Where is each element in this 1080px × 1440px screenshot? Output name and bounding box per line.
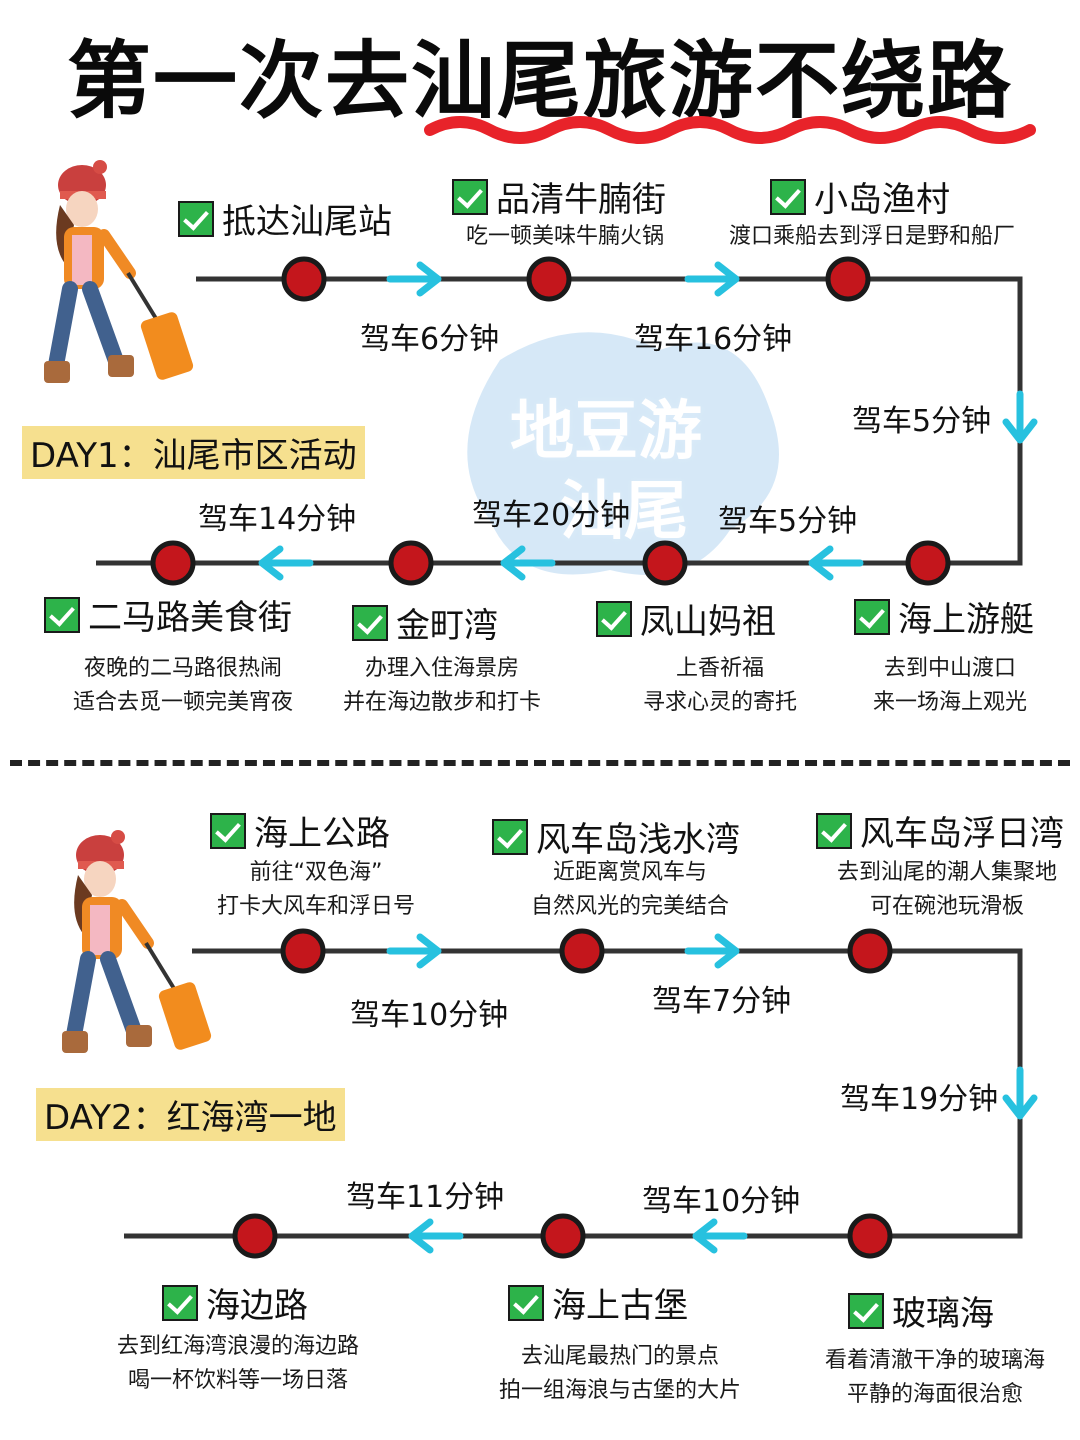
day1-stop-6-name: 金町湾 <box>352 598 498 647</box>
day1-stop-2-marker <box>526 256 572 302</box>
day1-stop-2-desc: 吃一顿美味牛腩火锅 <box>465 224 664 249</box>
day1-arrow-3 <box>1002 390 1038 444</box>
checkbox-icon <box>508 1284 544 1321</box>
traveler-girl-illustration-day1 <box>44 160 194 383</box>
checkbox-icon <box>210 812 246 849</box>
day1-stop-6-desc: 办理入住海景房 并在海边散步和打卡 <box>342 656 541 715</box>
day2-stop-3-desc: 去到汕尾的潮人集聚地 可在碗池玩滑板 <box>836 860 1057 919</box>
day2-stop-5-desc: 去汕尾最热门的景点 拍一组海浪与古堡的大片 <box>498 1344 741 1403</box>
day1-arrow-4 <box>808 545 864 581</box>
day2-stop-2-name: 风车岛浅水湾 <box>492 812 740 861</box>
day2-stop-6-marker <box>232 1213 278 1259</box>
watermark-line1: 地豆游 <box>510 395 702 469</box>
day1-stop-4-marker <box>905 540 951 586</box>
day2-stop-2-marker <box>559 928 605 974</box>
checkbox-icon <box>352 604 388 641</box>
day1-stop-5-marker <box>642 540 688 586</box>
checkbox-icon <box>848 1292 884 1329</box>
checkbox-icon <box>492 818 528 855</box>
day2-stop-2-desc: 近距离赏风车与 自然风光的完美结合 <box>530 860 729 919</box>
day2-drive-2: 驾车7分钟 <box>652 984 792 1019</box>
day2-stop-6-name: 海边路 <box>162 1278 308 1327</box>
day1-stop-5-desc: 上香祈福 寻求心灵的寄托 <box>642 656 797 715</box>
day1-stop-6-marker <box>388 540 434 586</box>
day2-stop-3-name: 风车岛浮日湾 <box>816 806 1064 855</box>
day2-drive-5: 驾车11分钟 <box>346 1180 505 1215</box>
day1-stop-3-name: 小岛渔村 <box>770 172 950 221</box>
day2-stop-1-desc: 前往“双色海” 打卡大风车和浮日号 <box>216 860 415 919</box>
day2-stop-4-marker <box>847 1213 893 1259</box>
watermark-line2: 汕尾 <box>560 475 688 549</box>
day2-label: DAY2：红海湾一地 <box>36 1088 345 1141</box>
day1-stop-2-name: 品清牛腩街 <box>452 172 666 221</box>
day2-stop-6-desc: 去到红海湾浪漫的海边路 喝一杯饮料等一场日落 <box>116 1334 359 1393</box>
day2-stop-1-name: 海上公路 <box>210 806 390 855</box>
day1-drive-3: 驾车5分钟 <box>852 404 992 439</box>
day2-stop-4-desc: 看着清澈干净的玻璃海 平静的海面很治愈 <box>824 1348 1045 1407</box>
day1-arrow-5 <box>500 545 556 581</box>
day2-stop-4-name: 玻璃海 <box>848 1286 994 1335</box>
day2-arrow-1 <box>386 933 442 969</box>
day2-drive-1: 驾车10分钟 <box>350 998 509 1033</box>
checkbox-icon <box>596 600 632 637</box>
day1-drive-1: 驾车6分钟 <box>360 322 500 357</box>
day1-drive-5: 驾车20分钟 <box>472 498 631 533</box>
day1-stop-7-desc: 夜晚的二马路很热闹 适合去觅一顿完美宵夜 <box>72 656 293 715</box>
checkbox-icon <box>44 596 80 633</box>
day2-stop-5-marker <box>540 1213 586 1259</box>
day1-stop-4-desc: 去到中山渡口 来一场海上观光 <box>872 656 1027 715</box>
day1-stop-5-name: 凤山妈祖 <box>596 594 776 643</box>
day2-drive-3: 驾车19分钟 <box>840 1082 999 1117</box>
checkbox-icon <box>178 200 214 237</box>
day1-stop-3-marker <box>825 256 871 302</box>
checkbox-icon <box>770 178 806 215</box>
day1-arrow-1 <box>386 261 442 297</box>
day1-label: DAY1：汕尾市区活动 <box>22 426 365 479</box>
watermark: 地豆游 汕尾 <box>440 300 800 600</box>
day-divider <box>10 760 1070 766</box>
checkbox-icon <box>816 812 852 849</box>
checkbox-icon <box>452 178 488 215</box>
day1-drive-4: 驾车5分钟 <box>718 504 858 539</box>
day1-stop-7-marker <box>150 540 196 586</box>
day2-drive-4: 驾车10分钟 <box>642 1184 801 1219</box>
day2-stop-3-marker <box>847 928 893 974</box>
day1-stop-4-name: 海上游艇 <box>854 592 1034 641</box>
day2-stop-1-marker <box>280 928 326 974</box>
day1-stop-1-marker <box>281 256 327 302</box>
day1-arrow-2 <box>684 261 740 297</box>
traveler-girl-illustration-day2 <box>62 830 212 1053</box>
day2-arrow-3 <box>1002 1066 1038 1120</box>
day1-stop-1-name: 抵达汕尾站 <box>178 194 392 243</box>
day1-stop-3-desc: 渡口乘船去到浮日是野和船厂 <box>728 224 1015 249</box>
day2-stop-5-name: 海上古堡 <box>508 1278 688 1327</box>
day2-arrow-5 <box>408 1218 464 1254</box>
day2-arrow-4 <box>692 1218 748 1254</box>
title-underline <box>424 116 1036 144</box>
day1-arrow-6 <box>258 545 314 581</box>
page-title: 第一次去汕尾旅游不绕路 <box>66 32 1013 130</box>
day1-drive-6: 驾车14分钟 <box>198 502 357 537</box>
day1-drive-2: 驾车16分钟 <box>634 322 793 357</box>
checkbox-icon <box>162 1284 198 1321</box>
day1-stop-7-name: 二马路美食街 <box>44 590 292 639</box>
checkbox-icon <box>854 598 890 635</box>
day2-arrow-2 <box>684 933 740 969</box>
